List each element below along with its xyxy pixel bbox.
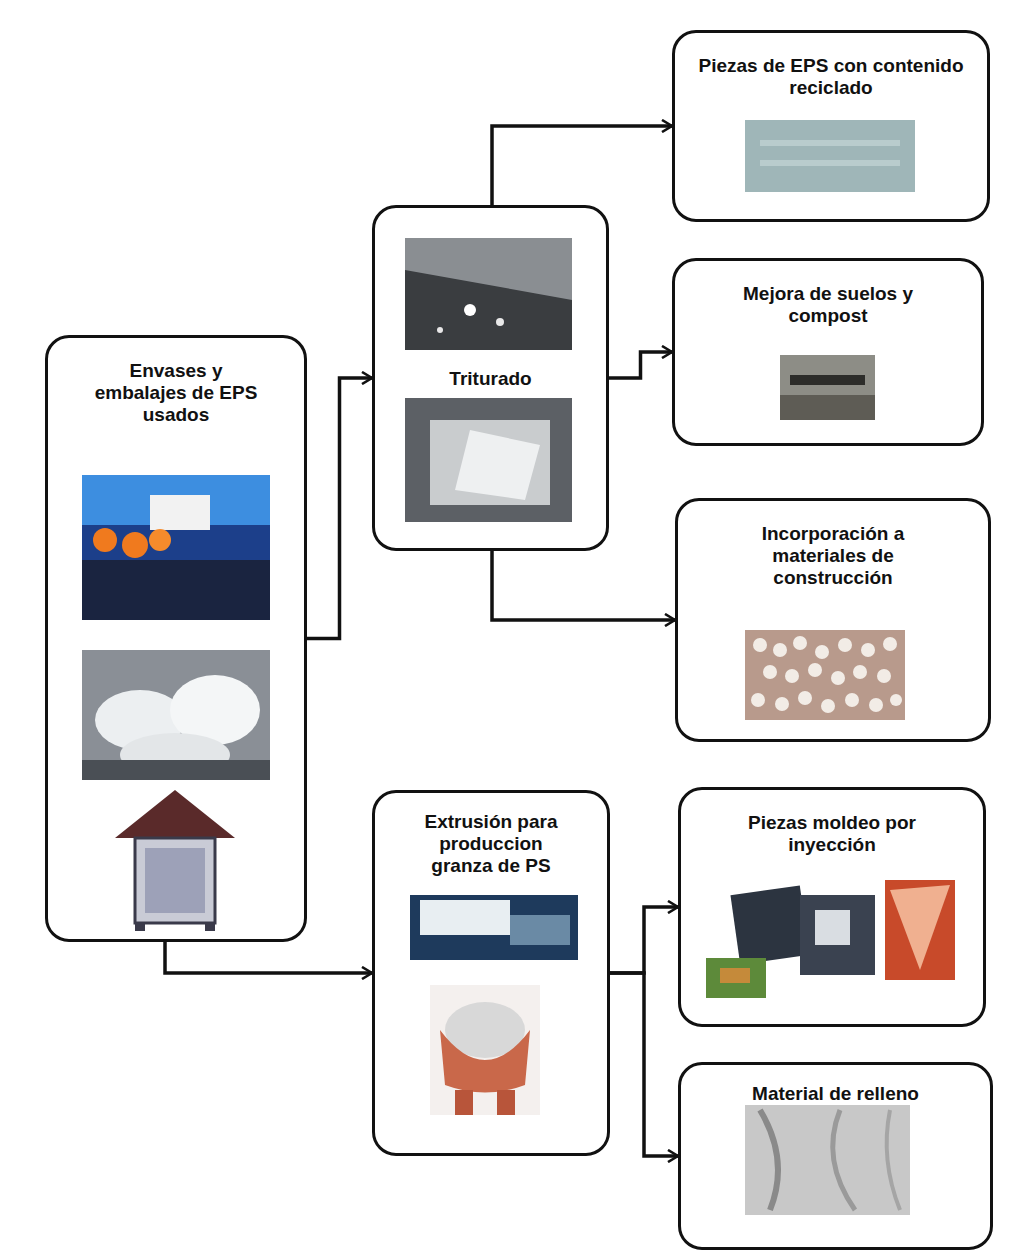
bales-photo [82,650,270,780]
process-box: Piezas moldeo por inyección [678,787,986,1027]
pellets-hands-photo [430,985,540,1115]
soil-photo [780,355,875,420]
process-box: Triturado [372,205,609,551]
collection-photo [82,475,270,620]
box-label: Piezas de EPS con contenido reciclado [689,55,974,99]
box-label: Piezas moldeo por inyección [747,812,917,856]
process-box: Extrusión para produccion granza de PS [372,790,610,1156]
injection-parts-photo [706,880,955,998]
box-label: Material de relleno [701,1083,971,1105]
eps-panel-photo [745,120,915,192]
concrete-beads-photo [745,630,905,720]
extruder-photo [410,895,578,960]
flow-arrow [492,551,675,620]
flow-arrow [609,352,672,378]
container-icon [115,790,235,931]
box-label: Extrusión para produccion granza de PS [411,811,571,877]
process-box: Material de relleno [678,1062,993,1250]
box-label: Incorporación a materiales de construcci… [743,523,923,589]
box-label: Triturado [391,368,591,390]
flow-arrow [492,126,672,205]
process-box: Mejora de suelos y compost [672,258,984,446]
flow-arrow [610,973,678,1156]
flow-arrow [610,907,678,973]
box-label: Mejora de suelos y compost [733,283,923,327]
flow-arrow [165,942,372,973]
filler-photo [745,1105,910,1215]
box-label: Envases y embalajes de EPS usados [89,360,264,426]
process-box: Incorporación a materiales de construcci… [675,498,991,742]
shredded-eps-photo [405,398,572,522]
process-box: Piezas de EPS con contenido reciclado [672,30,990,222]
shredder-photo [405,238,572,350]
flow-arrow [307,378,372,639]
process-box: Envases y embalajes de EPS usados [45,335,307,942]
